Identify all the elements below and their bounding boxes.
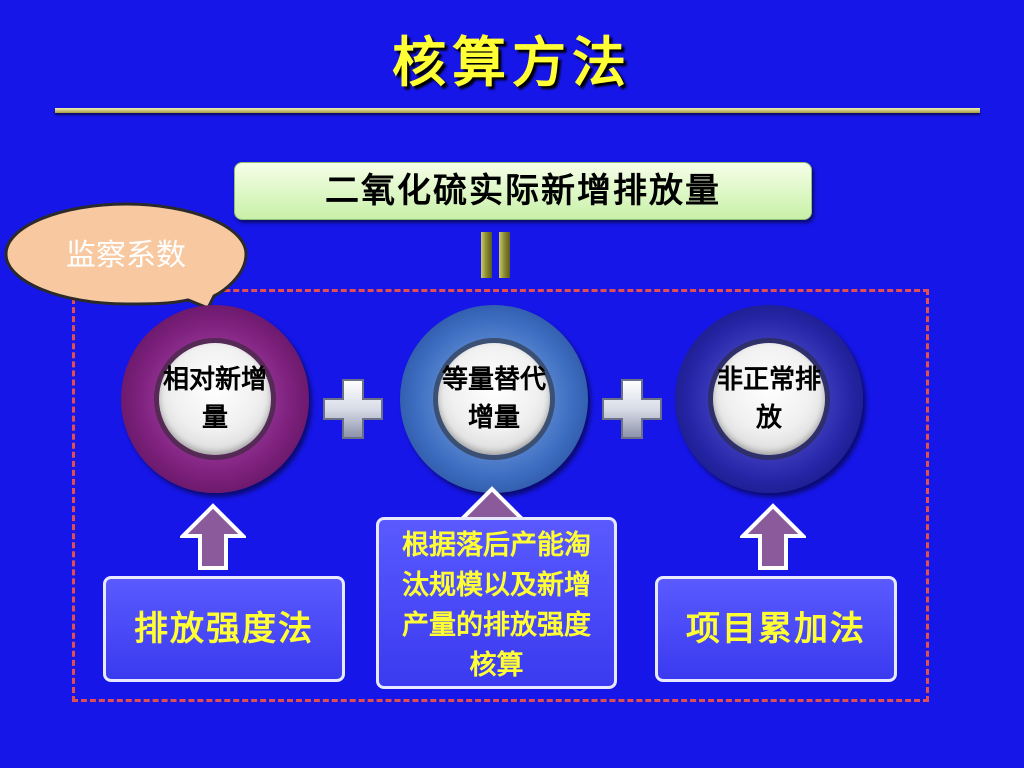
method-capacity-elimination: 根据落后产能淘汰规模以及新增产量的排放强度核算 bbox=[376, 517, 617, 689]
circle-abnormal-emission: 非正常排放 bbox=[675, 305, 863, 493]
circle-label: 非正常排放 bbox=[716, 365, 821, 433]
up-arrow-icon bbox=[740, 503, 806, 570]
page-title: 核算方法 bbox=[392, 30, 632, 94]
bubble-label: 监察系数 bbox=[66, 238, 186, 273]
plus-icon bbox=[602, 379, 662, 439]
equals-icon bbox=[481, 232, 510, 278]
circle-relative-increase: 相对新增量 bbox=[121, 305, 309, 493]
method-emission-intensity: 排放强度法 bbox=[103, 576, 345, 682]
circle-label: 相对新增量 bbox=[162, 365, 267, 433]
components-frame bbox=[72, 289, 929, 702]
circle-label: 等量替代增量 bbox=[441, 365, 546, 433]
result-box: 二氧化硫实际新增排放量 bbox=[234, 162, 812, 220]
method-project-accumulation: 项目累加法 bbox=[655, 576, 897, 682]
speech-bubble-icon bbox=[4, 202, 248, 310]
title-divider bbox=[55, 108, 980, 113]
circle-equal-substitution: 等量替代增量 bbox=[400, 305, 588, 493]
up-arrow-icon bbox=[180, 503, 246, 570]
plus-icon bbox=[323, 379, 383, 439]
